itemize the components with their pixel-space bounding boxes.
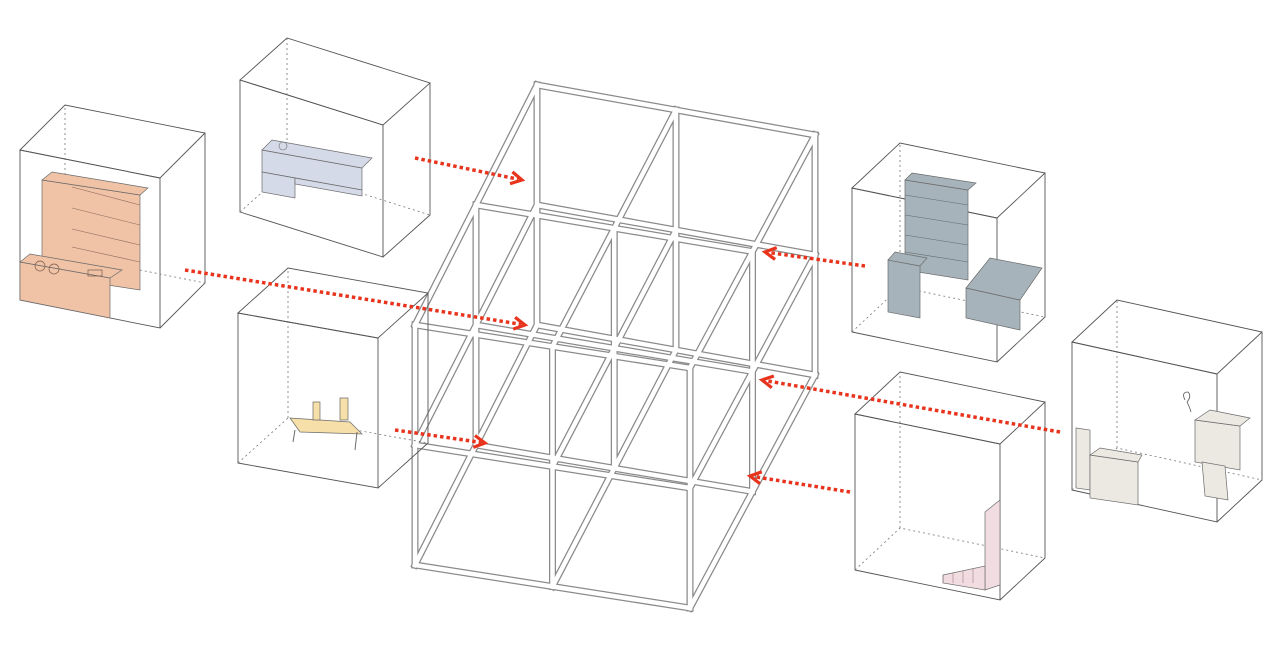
box-right-edge (999, 402, 1046, 601)
frame-member (534, 82, 818, 138)
furniture (19, 139, 1251, 591)
box-right-edge (382, 83, 431, 258)
shower-head-icon (1183, 391, 1192, 413)
stove-burner-icon (34, 260, 46, 272)
desk-top (887, 251, 928, 267)
box-right-edge (996, 173, 1046, 363)
arrow-shaft (184, 268, 522, 327)
red-dotted-arrow (758, 374, 1061, 434)
arrowhead-icon (472, 434, 489, 449)
frame-member (473, 322, 756, 375)
wardrobe-shelf (904, 194, 969, 206)
arrow-shaft (414, 156, 519, 181)
arrowhead-icon (509, 170, 526, 186)
sofa-top (261, 139, 373, 169)
red-dotted-arrow (414, 156, 526, 186)
bathroom-module-box (854, 371, 1046, 601)
module-boxes (19, 37, 1263, 601)
frame-member (473, 442, 756, 495)
cabinet-shelf (71, 186, 141, 206)
dining-chair (339, 397, 349, 421)
box-right-edge (377, 293, 429, 489)
box-hidden-edge (854, 527, 1046, 571)
sofa-seat-left (261, 171, 296, 199)
frame-member (473, 202, 756, 255)
kitchen-cabinet-top (41, 171, 149, 196)
washbasin-cabinet (1089, 454, 1139, 506)
bathtub-rim (1194, 409, 1251, 427)
lamp-icon (278, 141, 288, 151)
desk (887, 259, 921, 319)
insertion-arrows (184, 156, 1061, 494)
arrowhead-icon (758, 374, 775, 390)
arrow-shaft (753, 474, 851, 494)
stove-burner-icon (48, 263, 60, 275)
arrowhead-icon (761, 246, 778, 261)
cabinet-shelf (71, 228, 141, 246)
sink-icon (87, 269, 103, 277)
frame-member (686, 131, 819, 372)
frame-member (534, 322, 818, 378)
box-front-face (237, 312, 379, 489)
red-dotted-arrow (746, 470, 851, 494)
frame-member (686, 251, 819, 492)
frame-member (686, 371, 819, 612)
arrow-shaft (765, 378, 1061, 434)
cabinet-shelf (71, 246, 141, 263)
bed-top (965, 257, 1043, 301)
cabinet-shelf (71, 207, 141, 226)
dining-module-box (237, 267, 429, 489)
box-top-face (854, 371, 1046, 445)
box-hidden-edge (239, 169, 431, 216)
box-top-face (19, 104, 206, 179)
frame-member (534, 202, 818, 258)
red-dotted-arrow (184, 268, 529, 331)
tiled-floor (942, 565, 986, 591)
dining-table-top (289, 417, 363, 435)
toilet (1201, 461, 1229, 501)
wardrobe-top (904, 172, 977, 191)
wardrobe-shelf (904, 234, 969, 246)
dining-chair (312, 401, 321, 421)
box-top-face (239, 37, 431, 126)
bathroom-partition (984, 499, 1001, 591)
arrow-shaft (768, 250, 866, 268)
wardrobe-shelf (904, 214, 969, 226)
box-right-edge (159, 133, 206, 329)
washbasin-top (1089, 447, 1143, 463)
red-dotted-arrow (394, 428, 489, 449)
kitchen-counter-top (19, 253, 123, 279)
arrowhead-icon (512, 316, 529, 331)
wardrobe-shelf (904, 251, 969, 263)
table-leg (292, 429, 296, 443)
arrowhead-icon (746, 470, 763, 485)
table-leg (354, 431, 358, 451)
red-dotted-arrow (761, 246, 866, 268)
structural-frame (410, 80, 820, 613)
arrow-shaft (394, 428, 482, 445)
sofa-seat (294, 177, 363, 197)
box-top-face (1071, 299, 1263, 375)
washbasin-side (1075, 427, 1091, 491)
